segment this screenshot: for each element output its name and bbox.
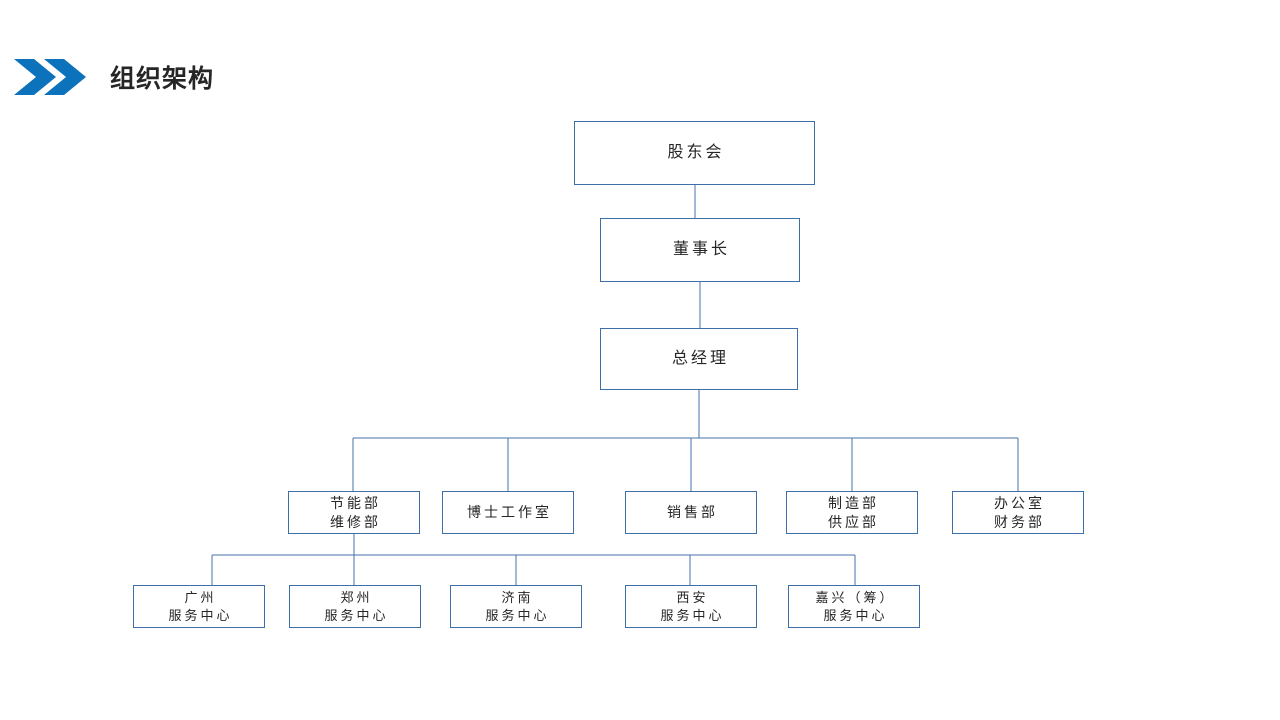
- org-node-label-line2: 服务中心: [823, 607, 888, 623]
- org-node-label-line1: 西安: [676, 589, 709, 605]
- org-node-label-line2: 维修部: [330, 513, 381, 530]
- double-chevron-right-icon: [14, 57, 90, 97]
- org-node-label: 股东会: [667, 144, 725, 161]
- org-node-dept-sales[interactable]: 销售部: [625, 491, 757, 534]
- org-node-label-line2: 服务中心: [485, 607, 550, 623]
- org-node-center-xian[interactable]: 西安 服务中心: [625, 585, 757, 628]
- org-node-general-manager[interactable]: 总经理: [600, 328, 798, 390]
- org-node-center-jiaxing[interactable]: 嘉兴（筹） 服务中心: [788, 585, 920, 628]
- org-node-label: 董事长: [672, 241, 730, 258]
- org-node-label-line2: 服务中心: [660, 607, 725, 623]
- org-node-center-guangzhou[interactable]: 广州 服务中心: [133, 585, 265, 628]
- page-title: 组织架构: [110, 65, 215, 93]
- org-node-center-zhengzhou[interactable]: 郑州 服务中心: [289, 585, 421, 628]
- org-node-label-line1: 节能部: [330, 494, 381, 511]
- org-node-label-line2: 服务中心: [168, 607, 233, 623]
- org-node-label-line1: 博士工作室: [467, 504, 552, 520]
- org-node-label-line1: 广州: [184, 589, 217, 605]
- org-node-label-line2: 服务中心: [324, 607, 389, 623]
- org-node-label-line2: 财务部: [994, 513, 1045, 530]
- org-node-label-line1: 郑州: [340, 589, 373, 605]
- org-node-chairman[interactable]: 董事长: [600, 218, 800, 282]
- org-node-label-line1: 济南: [501, 589, 534, 605]
- org-node-label-line1: 销售部: [667, 504, 718, 520]
- org-node-dept-manufacturing-supply[interactable]: 制造部 供应部: [786, 491, 918, 534]
- org-node-label-line1: 嘉兴（筹）: [815, 589, 896, 605]
- org-node-dept-doctor-studio[interactable]: 博士工作室: [442, 491, 574, 534]
- org-node-label-line1: 制造部: [828, 494, 879, 511]
- org-node-dept-energy-maintenance[interactable]: 节能部 维修部: [288, 491, 420, 534]
- org-node-dept-office-finance[interactable]: 办公室 财务部: [952, 491, 1084, 534]
- slide-header: 组织架构: [0, 0, 1280, 120]
- org-node-label-line1: 办公室: [994, 494, 1045, 511]
- org-node-label: 总经理: [671, 350, 729, 367]
- org-node-shareholders[interactable]: 股东会: [574, 121, 815, 185]
- org-node-center-jinan[interactable]: 济南 服务中心: [450, 585, 582, 628]
- org-node-label-line2: 供应部: [828, 513, 879, 530]
